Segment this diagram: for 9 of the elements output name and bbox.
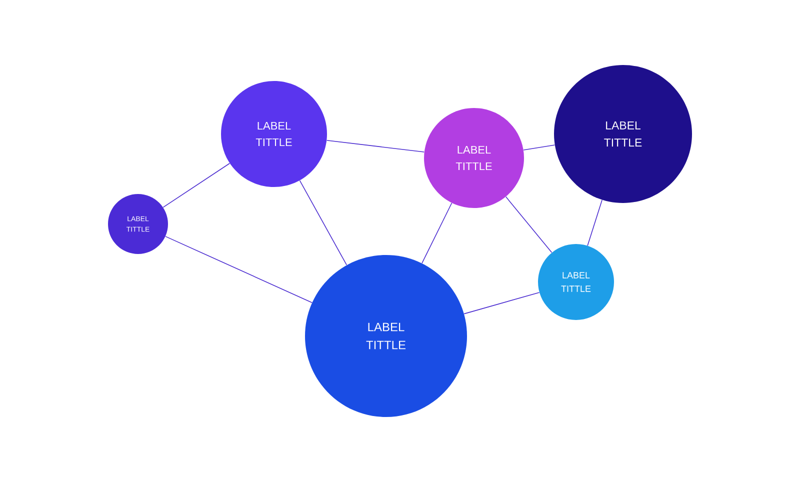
connector-line [464, 292, 540, 314]
connector-line [523, 144, 556, 150]
connector-line [422, 202, 452, 264]
connector-line [587, 200, 602, 246]
connector-line [165, 236, 312, 303]
connector-line [326, 140, 425, 152]
connector-line [506, 196, 552, 253]
connector-line [162, 162, 230, 208]
connector-line [299, 180, 348, 266]
